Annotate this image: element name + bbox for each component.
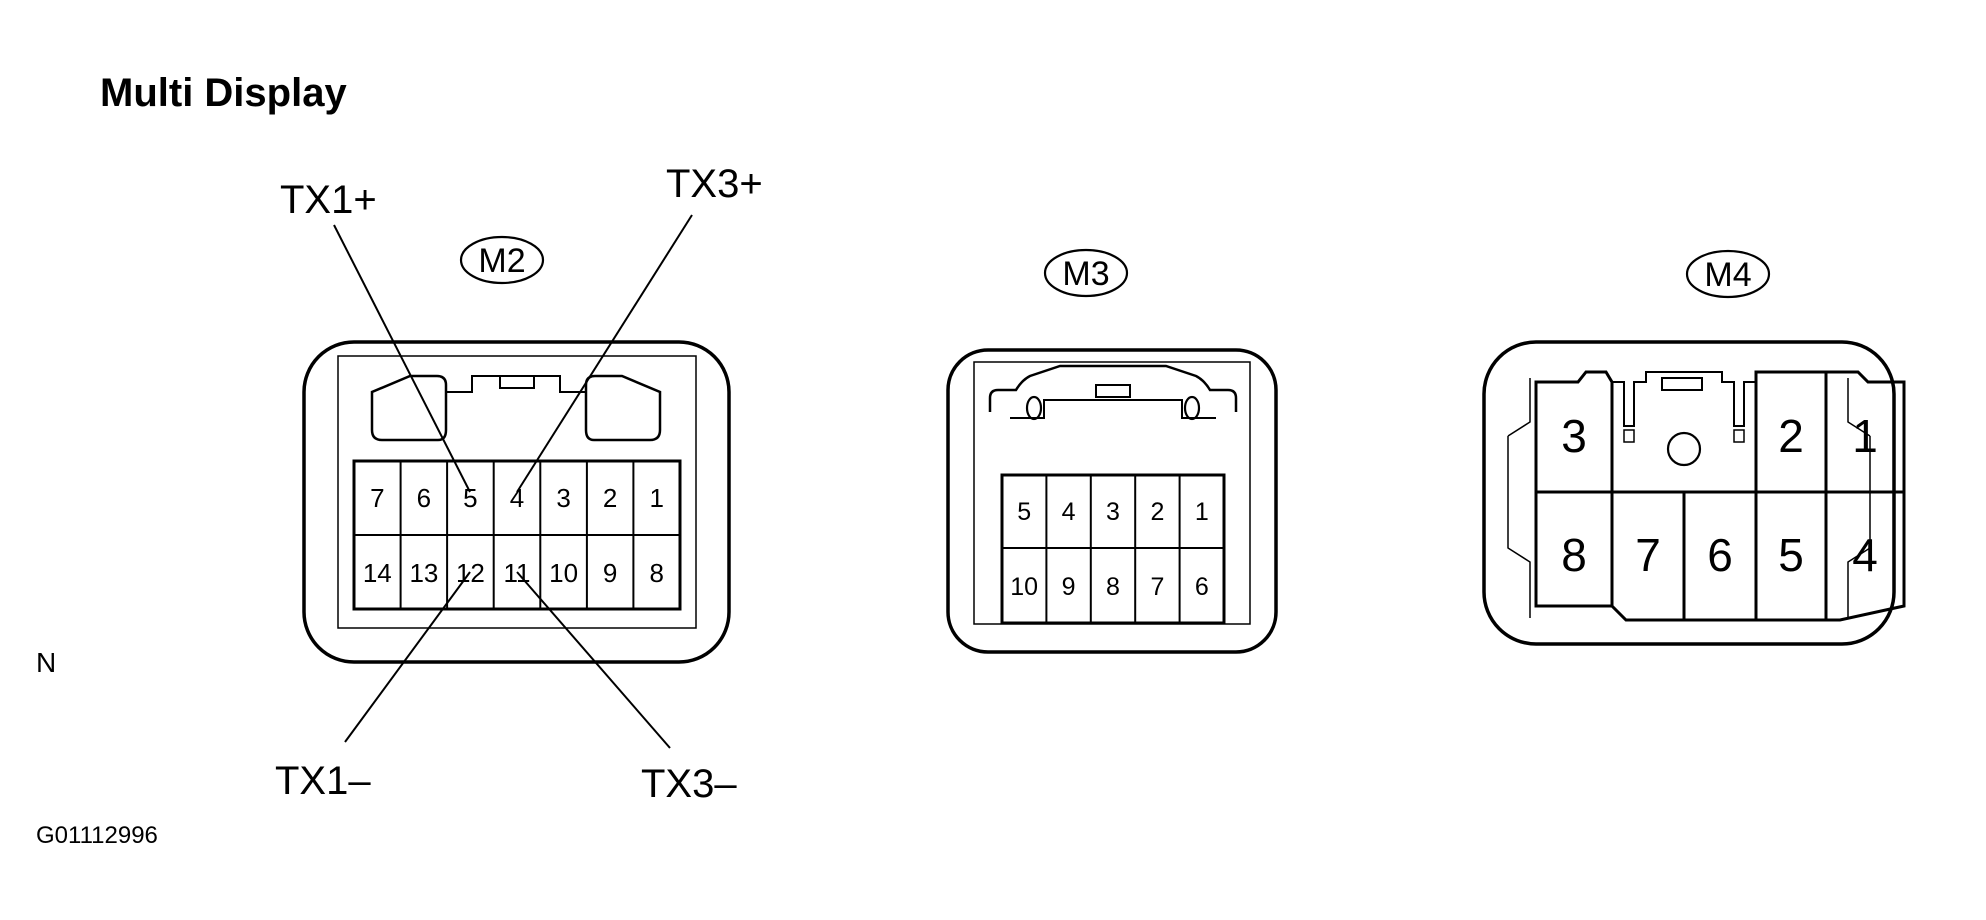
connector-m2-key (446, 375, 586, 393)
connector-m2-id-oval (459, 235, 545, 285)
connector-m3-latch-bar (988, 364, 1238, 412)
side-mark: N (36, 647, 56, 678)
connector-m3: M3 5 4 3 2 1 10 9 8 7 6 (946, 248, 1278, 654)
connector-m3-pin: 2 (1150, 498, 1164, 526)
connector-m3-pin: 3 (1106, 498, 1120, 526)
connector-m4-pin: 3 (1561, 410, 1587, 462)
connector-m4-lock-tab (1661, 377, 1703, 391)
connector-m3-pin: 7 (1150, 573, 1164, 601)
connector-m4-pin: 2 (1778, 410, 1804, 462)
connector-m2-pin: 14 (363, 558, 392, 588)
connector-m2-pin: 8 (649, 558, 663, 588)
connector-m4-pin: 1 (1852, 410, 1878, 462)
connector-m3-pin: 1 (1195, 498, 1209, 526)
connector-m4-id: M4 (1704, 256, 1751, 294)
connector-m2-pin: 4 (510, 483, 524, 513)
connector-m3-pins-bottom: 10 9 8 7 6 (1010, 573, 1208, 601)
connector-m2-latch-right (584, 374, 662, 442)
connector-m4-pins-bottom: 8 7 6 5 4 (1561, 529, 1878, 581)
connector-m4-cell-4 (1824, 490, 1906, 622)
connector-m3-pin: 10 (1010, 573, 1038, 601)
connector-m2-id: M2 (478, 242, 525, 280)
leader-line-tx1-minus (344, 571, 471, 743)
connector-m3-pin: 5 (1017, 498, 1031, 526)
connector-m3-pin: 4 (1062, 498, 1076, 526)
signal-label-tx3-minus: TX3– (641, 762, 737, 806)
connector-m4-id-oval (1685, 249, 1771, 299)
signal-label-tx1-plus: TX1+ (280, 178, 377, 222)
connector-m4-lock-slot-left (1623, 429, 1635, 443)
connector-m4-pins-top: 3 2 1 (1561, 410, 1878, 462)
connector-m4-lock-slot-right (1733, 429, 1745, 443)
connector-m4-lock (1612, 371, 1756, 427)
connector-m2-housing (302, 340, 731, 664)
connector-m4-pin: 6 (1707, 529, 1733, 581)
connector-m3-housing (946, 348, 1278, 654)
connector-m2-cell-lines (354, 461, 680, 609)
connector-m3-latch-hole-right (1183, 395, 1201, 421)
signal-label-tx1-minus: TX1– (275, 759, 371, 803)
connector-m3-id-oval (1043, 248, 1129, 298)
connector-m4: M4 3 2 1 8 7 6 5 4 (1482, 249, 1906, 646)
connector-m4-pin: 7 (1635, 529, 1661, 581)
connector-m4-pin: 5 (1778, 529, 1804, 581)
page-title: Multi Display (100, 71, 347, 115)
connector-m2-pin: 9 (603, 558, 617, 588)
connector-m2-pin: 10 (549, 558, 578, 588)
connector-m3-pin: 9 (1062, 573, 1076, 601)
connector-m2-inner-frame (337, 355, 697, 629)
connector-m4-pin: 4 (1852, 529, 1878, 581)
connector-m3-pins-top: 5 4 3 2 1 (1017, 498, 1209, 526)
connector-m2-pins-bottom: 14 13 12 11 10 9 8 (363, 558, 664, 588)
connector-m4-inner-frame (1507, 378, 1871, 618)
connector-m2-pin: 3 (556, 483, 570, 513)
connector-m3-id: M3 (1062, 255, 1109, 293)
connector-m2-pin: 7 (370, 483, 384, 513)
connector-m2-pin: 5 (463, 483, 477, 513)
connector-m3-latch-hole-left (1025, 395, 1043, 421)
signal-label-tx3-plus: TX3+ (666, 162, 763, 206)
connector-m2-pin: 13 (409, 558, 438, 588)
connector-m2-pin: 6 (417, 483, 431, 513)
connector-m3-key (1010, 399, 1216, 419)
leader-line-tx3-minus (516, 571, 671, 749)
connector-m2: M2 7 6 5 4 3 2 1 14 13 12 (275, 162, 763, 806)
connector-m3-key-tab (1095, 384, 1131, 398)
connector-m3-pin: 8 (1106, 573, 1120, 601)
connector-m2-pin: 1 (649, 483, 663, 513)
connector-m4-lock-hole (1666, 431, 1702, 467)
connector-m4-cell-7 (1610, 490, 1686, 622)
connector-m2-pins-top: 7 6 5 4 3 2 1 (370, 483, 664, 513)
connector-m2-latch-left (370, 374, 448, 442)
connector-m2-pin: 2 (603, 483, 617, 513)
connector-m2-key-tab (499, 375, 535, 389)
connector-m4-pin: 8 (1561, 529, 1587, 581)
figure-code: G01112996 (36, 822, 158, 849)
connector-m3-pin: 6 (1195, 573, 1209, 601)
leader-line-tx1-plus (333, 224, 471, 493)
connector-m3-cell-lines (1002, 475, 1224, 623)
leader-line-tx3-plus (516, 214, 693, 493)
